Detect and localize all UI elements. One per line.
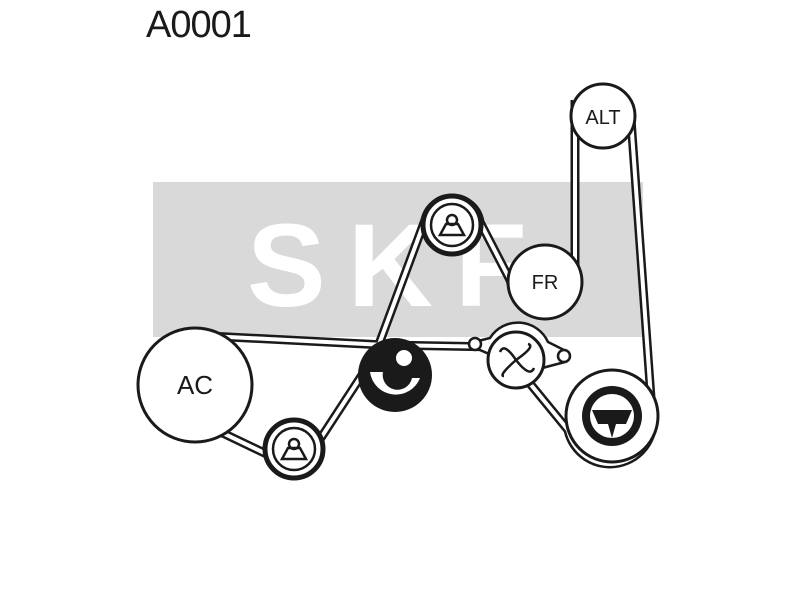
fan-pulley: FR: [506, 243, 584, 321]
alternator-label: ALT: [585, 107, 620, 129]
ac-compressor-pulley: AC: [136, 326, 254, 444]
water-pump-pulley: [467, 321, 572, 390]
idler-pulley-icon: [437, 213, 467, 237]
crankshaft-icon: [590, 394, 634, 438]
tensioner-icon: [370, 350, 420, 395]
idler-pulley-upper: [420, 193, 484, 257]
crankshaft-pulley: [564, 368, 660, 464]
ac-label: AC: [177, 370, 213, 400]
idler-pulley-icon: [279, 437, 309, 461]
idler-pulley-lower: [262, 417, 326, 481]
fan-pulley-label: FR: [532, 272, 559, 294]
fan-icon: [498, 342, 536, 378]
alternator-pulley: ALT: [569, 82, 637, 150]
diagram-code: A0001: [146, 4, 252, 46]
tensioner-pulley: [358, 338, 432, 412]
